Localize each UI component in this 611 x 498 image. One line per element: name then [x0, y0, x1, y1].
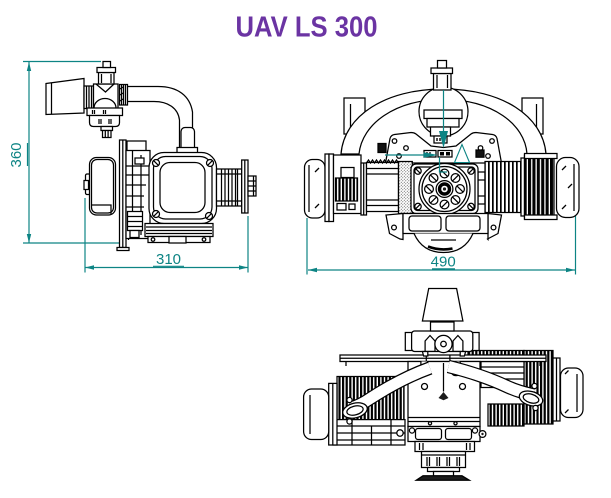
svg-text:310: 310	[156, 251, 181, 268]
svg-text:360: 360	[8, 142, 25, 167]
svg-text:490: 490	[431, 254, 456, 271]
svg-text:UAV LS 300: UAV LS 300	[236, 12, 378, 44]
